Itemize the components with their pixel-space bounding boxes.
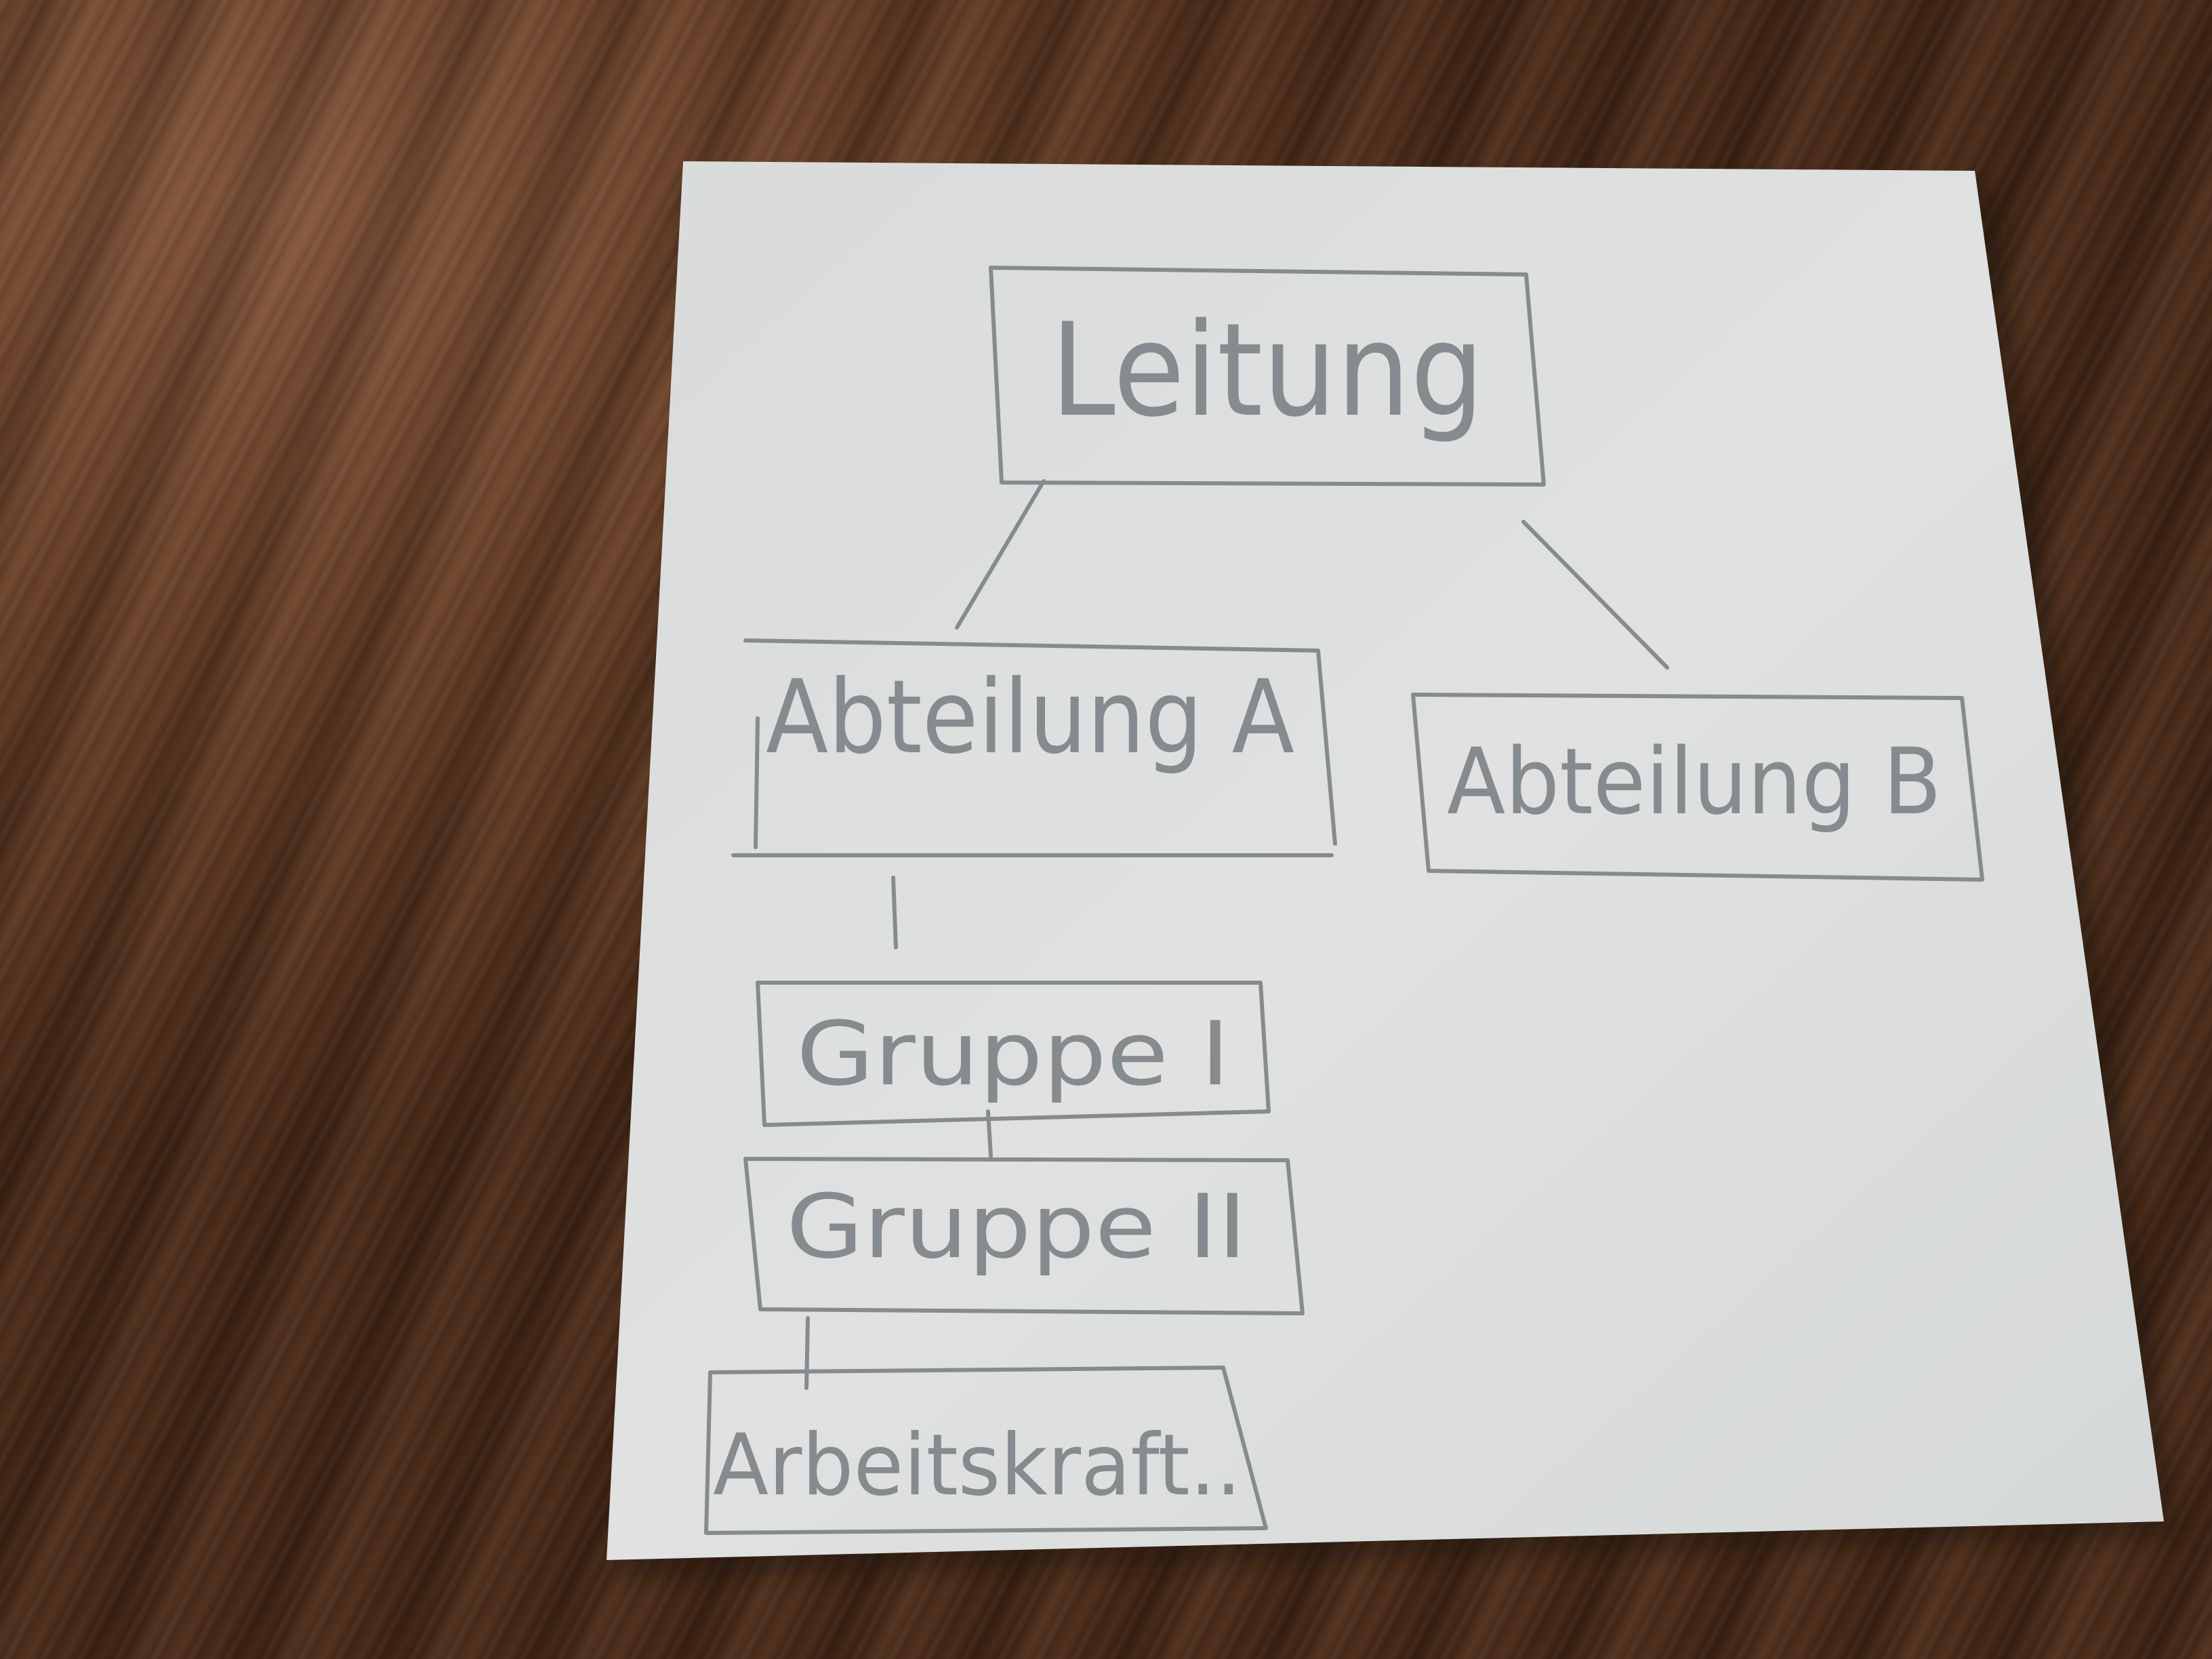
box-gruppe-1	[756, 981, 1271, 1127]
node-labels: Leitung Abteilung A Abteilung B Gruppe I…	[713, 295, 1942, 1515]
edge-abteilung-a-gruppe-1	[891, 876, 898, 949]
node-abteilung-b-label: Abteilung B	[1447, 729, 1942, 835]
box-abteilung-b	[1411, 693, 1984, 882]
org-chart	[704, 266, 1984, 1535]
box-leitung	[989, 266, 1546, 487]
sticky-note	[607, 161, 2164, 1560]
box-gruppe-2	[743, 1157, 1305, 1315]
edge-leitung-abteilung-a	[955, 479, 1046, 630]
node-leitung-label: Leitung	[1050, 295, 1484, 445]
box-abteilung-a	[731, 638, 1337, 857]
node-gruppe-2-label: Gruppe II	[786, 1175, 1247, 1278]
node-gruppe-1-label: Gruppe I	[796, 1002, 1230, 1105]
node-arbeitskraft-label: Arbeitskraft..	[713, 1416, 1242, 1515]
edge-gruppe-2-arbeitskraft	[804, 1316, 810, 1390]
edge-leitung-abteilung-b	[1521, 520, 1669, 670]
node-abteilung-a-label: Abteilung A	[766, 659, 1294, 777]
box-arbeitskraft	[704, 1366, 1268, 1535]
